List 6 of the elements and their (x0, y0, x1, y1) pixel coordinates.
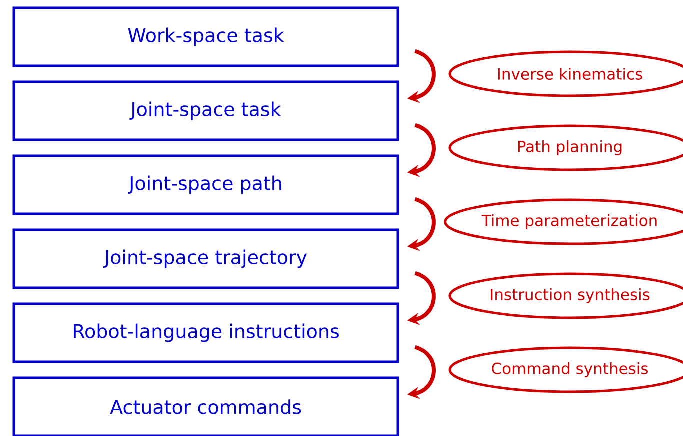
process-box: Robot-language instructions (12, 302, 400, 364)
process-box: Actuator commands (12, 376, 400, 436)
process-box: Joint-space trajectory (12, 228, 400, 290)
process-box: Joint-space path (12, 154, 400, 216)
process-box: Joint-space task (12, 80, 400, 142)
process-box: Work-space task (12, 6, 400, 68)
